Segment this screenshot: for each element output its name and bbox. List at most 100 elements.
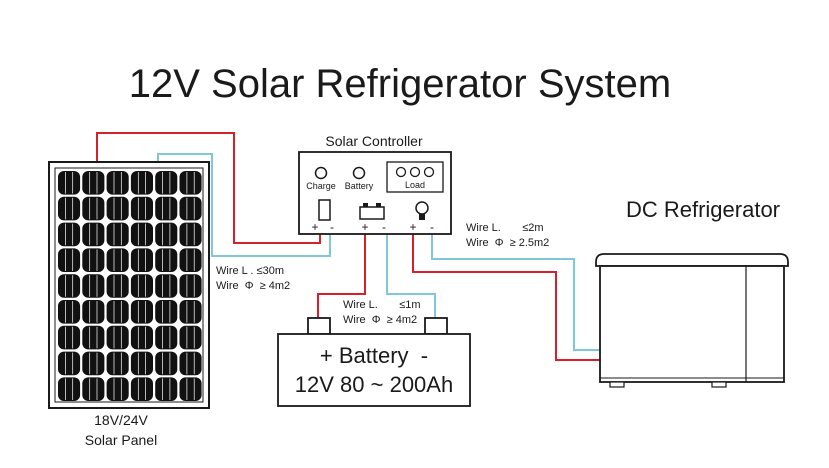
diagram-title: 12V Solar Refrigerator System — [129, 62, 671, 106]
solar-cell — [130, 248, 153, 272]
solar-cell — [155, 248, 178, 272]
solar-minus-sign: - — [330, 220, 334, 234]
solar-cell — [155, 274, 178, 298]
solar-cell — [82, 325, 105, 350]
solar-cell — [130, 196, 153, 221]
refrigerator-body — [599, 265, 785, 383]
solar-panel: 18V/24V Solar Panel — [48, 161, 210, 448]
panel-wire-diameter: Wire Φ ≥ 4m2 — [216, 280, 290, 292]
solar-cell — [106, 351, 129, 376]
solar-cell — [130, 300, 153, 324]
solar-cell — [155, 300, 178, 324]
solar-cell — [82, 274, 105, 298]
solar-cell — [155, 351, 178, 376]
solar-cells — [58, 171, 202, 401]
battery-positive-wire — [317, 232, 366, 318]
solar-cell — [106, 248, 129, 272]
load-negative-wire — [431, 232, 600, 351]
bulb-icon — [415, 201, 429, 220]
battery-capacity: 12V 80 ~ 200Ah — [295, 372, 453, 397]
solar-cell — [58, 222, 81, 247]
battery-wire-length: Wire L. ≤1m — [343, 299, 421, 311]
solar-cell — [179, 351, 202, 376]
battery-indicator-label: Battery — [345, 181, 374, 191]
solar-cell — [179, 274, 202, 298]
wires — [96, 132, 600, 361]
solar-cell — [179, 300, 202, 324]
solar-cell — [58, 300, 81, 324]
dc-refrigerator: DC Refrigerator — [595, 197, 789, 388]
solar-cell — [179, 222, 202, 247]
battery-label: + Battery - — [320, 343, 428, 368]
solar-cell — [82, 377, 105, 401]
load-indicator-icon — [423, 166, 435, 178]
load-minus-sign: - — [430, 220, 434, 234]
load-positive-wire — [412, 232, 600, 361]
solar-cell — [130, 351, 153, 376]
fridge-wire-length: Wire L. ≤2m — [466, 222, 544, 234]
battery-indicator-icon — [352, 166, 366, 180]
solar-cell — [106, 274, 129, 298]
solar-cell — [106, 171, 129, 195]
solar-cell — [179, 248, 202, 272]
solar-cell — [130, 274, 153, 298]
solar-cell — [58, 248, 81, 272]
solar-cell — [179, 196, 202, 221]
refrigerator-label: DC Refrigerator — [626, 197, 780, 222]
fridge-wire-diameter: Wire Φ ≥ 2.5m2 — [466, 237, 549, 249]
battery-terminal-icon — [359, 203, 385, 220]
solar-cell — [82, 248, 105, 272]
panel-wire-length: Wire L . ≤30m — [216, 265, 284, 277]
solar-cell — [82, 222, 105, 247]
solar-cell — [58, 171, 81, 195]
battery-wire-diameter: Wire Φ ≥ 4m2 — [343, 314, 417, 326]
refrigerator-foot — [711, 381, 727, 388]
solar-cell — [106, 377, 129, 401]
battery: + Battery - 12V 80 ~ 200Ah — [277, 317, 471, 407]
solar-cell — [130, 171, 153, 195]
solar-cell — [106, 222, 129, 247]
solar-cell — [82, 300, 105, 324]
solar-cell — [106, 300, 129, 324]
solar-controller: Solar Controller Charge Battery Load + -… — [298, 133, 452, 235]
load-indicator-label: Load — [405, 180, 425, 190]
solar-cell — [130, 325, 153, 350]
load-indicator-icon — [395, 166, 407, 178]
solar-cell — [155, 325, 178, 350]
battery-minus-sign: - — [382, 220, 386, 234]
solar-input-icon — [318, 199, 331, 221]
solar-plus-sign: + — [311, 220, 318, 234]
solar-cell — [58, 377, 81, 401]
refrigerator-foot — [609, 381, 625, 388]
solar-cell — [58, 196, 81, 221]
solar-cell — [179, 377, 202, 401]
solar-cell — [82, 171, 105, 195]
panel-positive-wire — [96, 132, 321, 244]
solar-cell — [58, 351, 81, 376]
solar-cell — [58, 274, 81, 298]
battery-positive-terminal — [307, 317, 331, 335]
battery-body — [277, 333, 471, 407]
load-plus-sign: + — [409, 220, 416, 234]
refrigerator-lid — [595, 253, 789, 267]
solar-cell — [155, 196, 178, 221]
solar-cell — [179, 171, 202, 195]
load-indicator-icon — [409, 166, 421, 178]
solar-cell — [155, 377, 178, 401]
solar-cell — [82, 351, 105, 376]
charge-indicator-icon — [314, 166, 328, 180]
battery-plus-sign: + — [361, 220, 368, 234]
solar-cell — [130, 222, 153, 247]
solar-cell — [106, 196, 129, 221]
solar-cell — [106, 325, 129, 350]
solar-panel-voltage: 18V/24V — [94, 412, 148, 428]
solar-cell — [130, 377, 153, 401]
solar-panel-label: Solar Panel — [85, 432, 157, 448]
solar-cell — [155, 171, 178, 195]
controller-title: Solar Controller — [325, 133, 423, 149]
charge-indicator-label: Charge — [306, 181, 336, 191]
solar-cell — [179, 325, 202, 350]
panel-negative-wire — [157, 153, 331, 257]
battery-negative-terminal — [424, 317, 448, 335]
